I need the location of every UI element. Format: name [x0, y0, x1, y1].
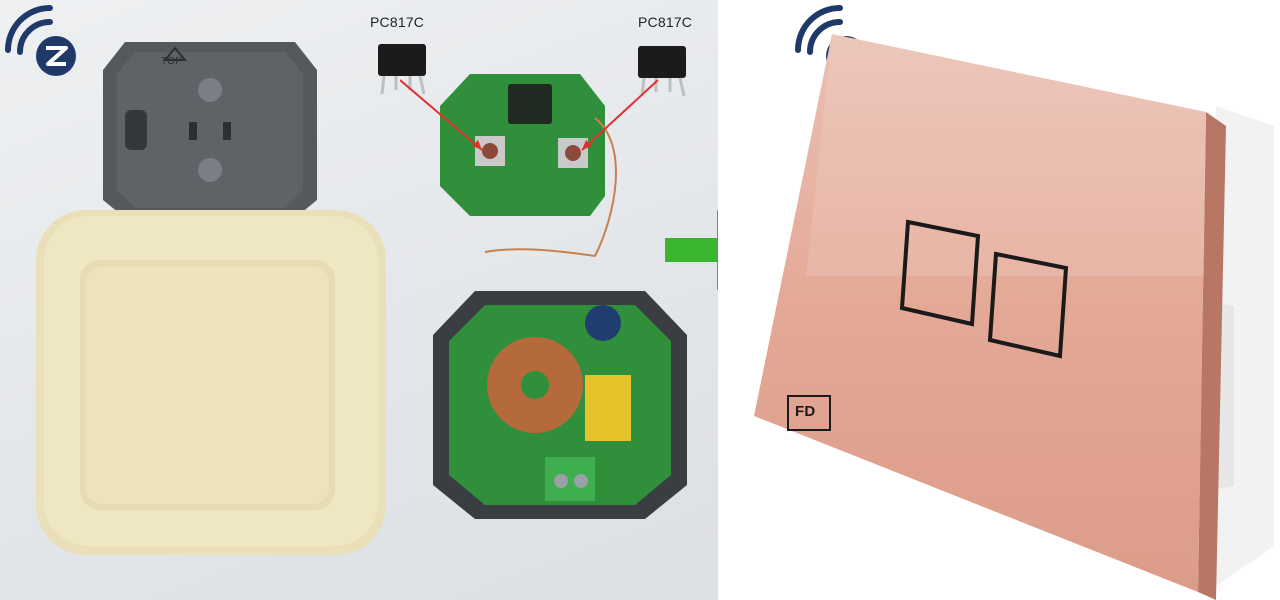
- top-marking: TOP: [161, 56, 182, 67]
- zigbee-logo-icon: [5, 5, 76, 76]
- zigbee-pcb-board: [440, 74, 617, 257]
- brand-mark: FD: [795, 403, 816, 420]
- cream-light-switch: [36, 210, 386, 555]
- optocoupler-chip-right: [638, 46, 686, 97]
- switch-backplate: [103, 42, 317, 218]
- chip-label-left: PC817C: [370, 14, 425, 30]
- optocoupler-chip-left: [378, 44, 426, 95]
- pointer-arrows: [400, 79, 659, 151]
- right-photo: FD: [718, 0, 1280, 600]
- touch-switch-panel: [754, 34, 1274, 600]
- chip-label-right: PC817C: [638, 14, 693, 30]
- power-module: [433, 291, 687, 519]
- left-photo: TOP PC817C PC817C: [0, 0, 718, 600]
